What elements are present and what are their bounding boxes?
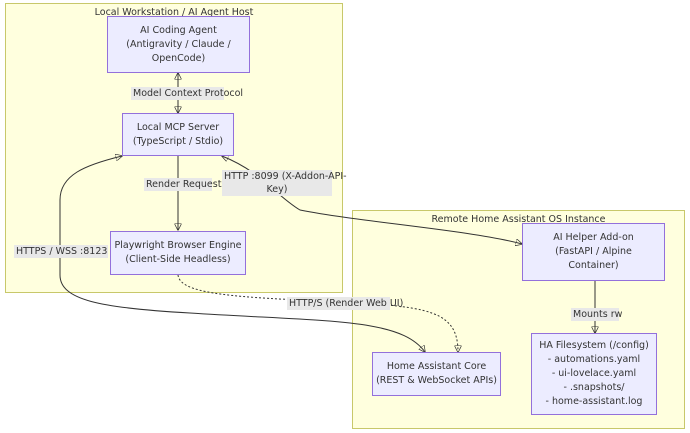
node-line: (TypeScript / Stdio) <box>132 135 224 147</box>
node-line: (Client-Side Headless) <box>125 254 231 265</box>
node-playwright-browser-engine: Playwright Browser Engine (Client-Side H… <box>110 231 246 275</box>
node-line: OpenCode) <box>151 52 206 64</box>
node-line: Container) <box>568 260 619 271</box>
cluster-title: Local Workstation / AI Agent Host <box>94 7 254 18</box>
node-line: - ui-lovelace.yaml <box>551 368 637 379</box>
edge-label-line: Render Requests <box>146 179 227 190</box>
node-line: HA Filesystem (/config) <box>539 340 649 351</box>
edge-label-http-8099: HTTP :8099 (X-Addon-API- Key) <box>222 170 347 196</box>
edge-label-render-requests: Render Requests <box>144 178 227 191</box>
node-line: - home-assistant.log <box>545 396 643 407</box>
edge-label-http-s-render: HTTP/S (Render Web UI) <box>287 297 404 310</box>
node-home-assistant-core: Home Assistant Core (REST & WebSocket AP… <box>372 352 501 396</box>
node-ha-filesystem: HA Filesystem (/config) - automations.ya… <box>531 333 657 415</box>
node-line: Home Assistant Core <box>386 361 487 372</box>
node-line: Playwright Browser Engine <box>114 240 242 251</box>
edge-label-line: Mounts rw <box>573 309 623 320</box>
node-line: Local MCP Server <box>136 121 220 133</box>
node-local-mcp-server: Local MCP Server (TypeScript / Stdio) <box>122 113 234 156</box>
node-line: (REST & WebSocket APIs) <box>376 375 497 386</box>
edge-mcp-core <box>59 156 425 352</box>
edge-label-https-wss-8123: HTTPS / WSS :8123 <box>14 245 108 258</box>
node-line: AI Coding Agent <box>140 24 217 36</box>
node-line: (Antigravity / Claude / <box>126 38 231 50</box>
node-line: (FastAPI / Alpine <box>555 246 632 257</box>
edge-label-mounts-rw: Mounts rw <box>571 308 623 321</box>
node-ai-helper-addon: AI Helper Add-on (FastAPI / Alpine Conta… <box>522 223 665 281</box>
node-ai-coding-agent: AI Coding Agent (Antigravity / Claude / … <box>107 16 250 73</box>
edge-label-line: HTTP/S (Render Web UI) <box>289 298 404 309</box>
edge-label-line: HTTP :8099 (X-Addon-API- <box>224 171 347 182</box>
edge-label-line: HTTPS / WSS :8123 <box>16 246 108 257</box>
edge-playwright-core <box>177 274 458 352</box>
node-line: AI Helper Add-on <box>553 232 634 243</box>
edge-label-line: Key) <box>266 184 288 195</box>
node-line: - automations.yaml <box>547 354 641 365</box>
edge-label-model-context-protocol: Model Context Protocol <box>131 87 244 100</box>
edge-label-line: Model Context Protocol <box>133 88 244 99</box>
node-line: - .snapshots/ <box>563 382 625 393</box>
